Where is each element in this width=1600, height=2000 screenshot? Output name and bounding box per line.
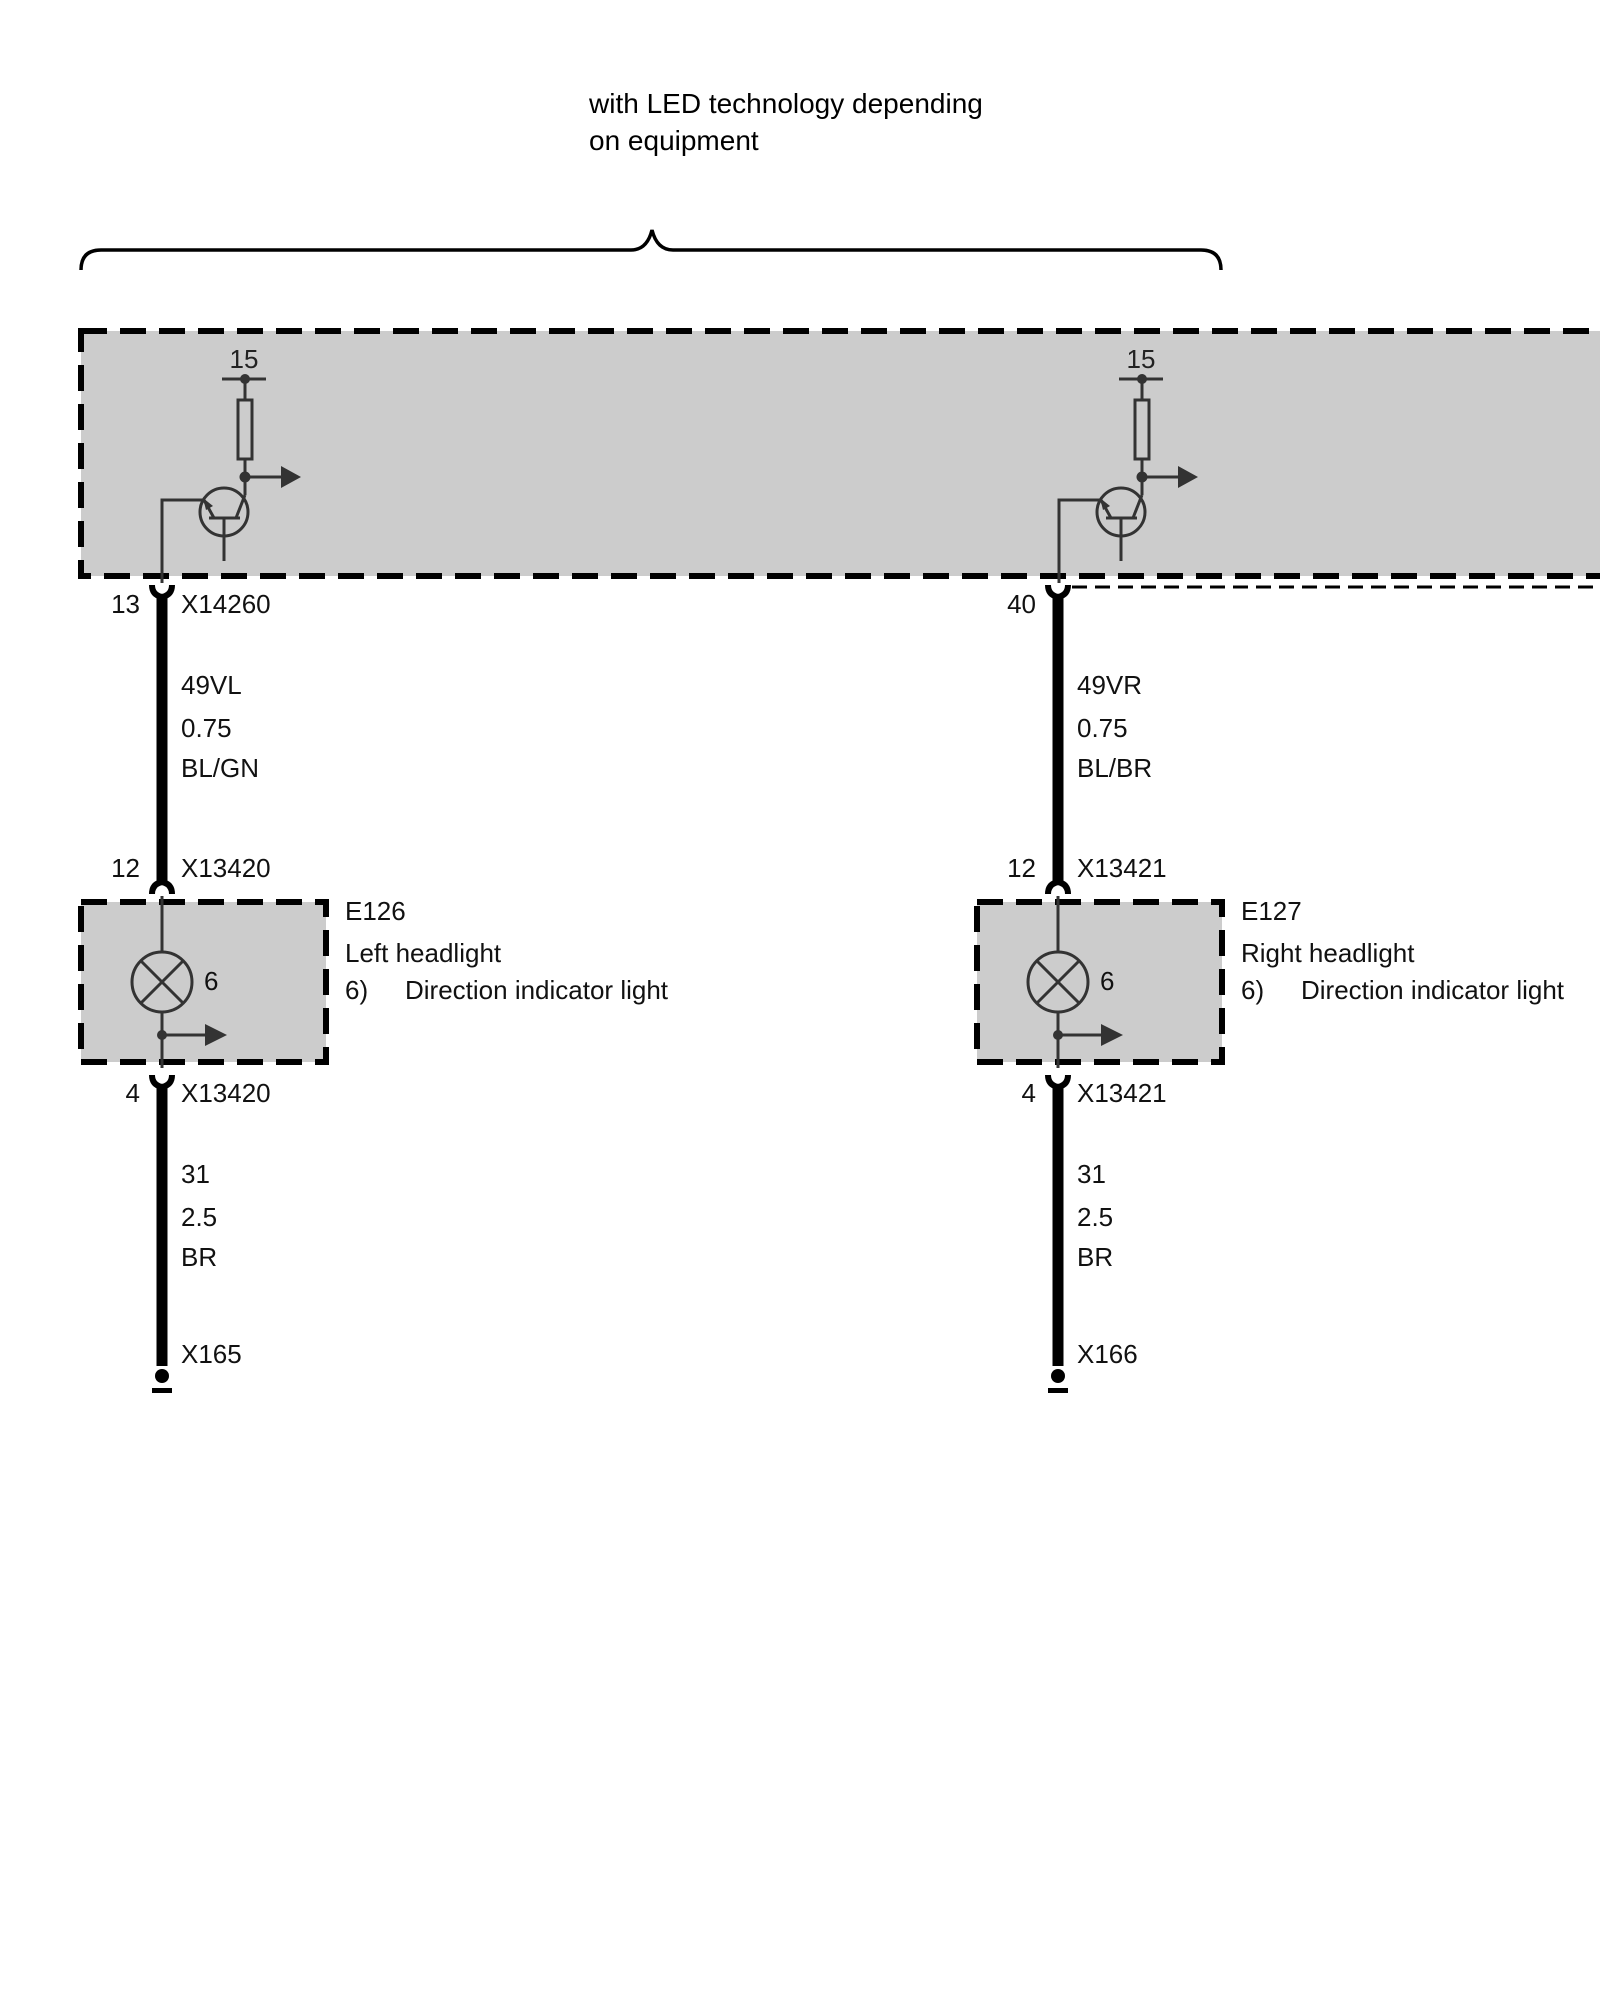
- emitter-output-lead: [160, 498, 204, 583]
- wire-signal-label: 49VR: [1077, 670, 1142, 700]
- wire-cross-section-label: 0.75: [181, 713, 232, 743]
- connector-label-top: X13421: [1077, 1078, 1167, 1108]
- circuit-left: 13 X14260 49VL 0.75 BL/GN 12 X13420 6 E1…: [78, 584, 669, 1393]
- wire-color-label: BR: [181, 1242, 217, 1272]
- control-unit-module: [78, 328, 1600, 589]
- wire-cross-section-label: 2.5: [1077, 1202, 1113, 1232]
- lamp-ref-label: 6: [204, 966, 218, 996]
- transistor-collector: [234, 494, 247, 519]
- pin-label-bottom: 12: [1007, 853, 1036, 883]
- connector-label-bottom: X13420: [181, 853, 271, 883]
- output-arrow-icon: [281, 466, 301, 488]
- legend-number: 6): [1241, 975, 1264, 1005]
- lamp-cross-b: [1035, 959, 1081, 1005]
- component-id: E127: [1241, 896, 1302, 926]
- ground-point-label: X165: [181, 1339, 242, 1369]
- output-arrow-icon: [1178, 466, 1198, 488]
- component-name: Right headlight: [1241, 938, 1415, 968]
- wire-signal-label: 49VL: [181, 670, 242, 700]
- wire-color-label: BR: [1077, 1242, 1113, 1272]
- connector-cap-icon: [1045, 878, 1071, 895]
- lamp-cross-b: [139, 959, 185, 1005]
- pin-label-top: 4: [1022, 1078, 1036, 1108]
- legend-text: Direction indicator light: [1301, 975, 1565, 1005]
- ground-dot-icon: [155, 1369, 169, 1383]
- wire-cross-section-label: 0.75: [1077, 713, 1128, 743]
- legend-text: Direction indicator light: [405, 975, 669, 1005]
- connector-label-top: X14260: [181, 589, 271, 619]
- ground-point-label: X166: [1077, 1339, 1138, 1369]
- wire-color-label: BL/GN: [181, 753, 259, 783]
- wire-signal-label: 31: [181, 1159, 210, 1189]
- connector-label-bottom: X13421: [1077, 853, 1167, 883]
- lamp-ref-label: 6: [1100, 966, 1114, 996]
- legend-number: 6): [345, 975, 368, 1005]
- component-id: E126: [345, 896, 406, 926]
- pin-label-bottom: 12: [111, 853, 140, 883]
- wire-cross-section-label: 2.5: [181, 1202, 217, 1232]
- note-line-2: on equipment: [589, 125, 759, 156]
- circuit-right: 40 49VR 0.75 BL/BR 12 X13421 6 E127 Righ…: [974, 584, 1565, 1393]
- wire-signal-label: 31: [1077, 1159, 1106, 1189]
- control-unit-box: [78, 328, 1600, 579]
- transistor-collector: [1131, 494, 1144, 519]
- note-line-1: with LED technology depending: [588, 88, 983, 119]
- pin-label-top: 13: [111, 589, 140, 619]
- pin-label-top: 40: [1007, 589, 1036, 619]
- emitter-arrow-icon: [1100, 498, 1110, 510]
- pin-label-top: 4: [126, 1078, 140, 1108]
- emitter-output-lead: [1057, 498, 1101, 583]
- driver-channel-right: 15: [1057, 344, 1198, 583]
- ground-dot-icon: [1051, 1369, 1065, 1383]
- wire-color-label: BL/BR: [1077, 753, 1152, 783]
- component-name: Left headlight: [345, 938, 502, 968]
- connector-label-top: X13420: [181, 1078, 271, 1108]
- supply-terminal-label: 15: [230, 344, 259, 374]
- emitter-arrow-icon: [203, 498, 213, 510]
- scope-brace: [79, 229, 1223, 271]
- lamp-output-arrow-icon: [205, 1024, 227, 1046]
- connector-cap-icon: [149, 878, 175, 895]
- supply-terminal-label: 15: [1127, 344, 1156, 374]
- ground-bar-icon: [152, 1388, 172, 1393]
- ground-bar-icon: [1048, 1388, 1068, 1393]
- driver-channel-left: 15: [160, 344, 301, 583]
- lamp-output-arrow-icon: [1101, 1024, 1123, 1046]
